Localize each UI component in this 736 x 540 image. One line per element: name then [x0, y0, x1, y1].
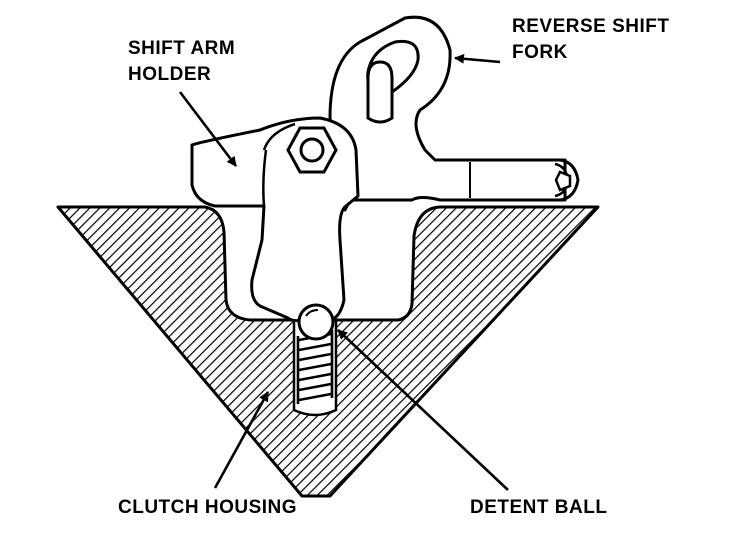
leader-clutch-housing: [213, 391, 270, 489]
bolt-center: [299, 137, 325, 163]
label-shift-arm-holder-2: HOLDER: [128, 64, 211, 85]
fork-pin: [366, 60, 394, 124]
label-shift-arm-holder-1: SHIFT ARM: [128, 38, 235, 59]
label-detent-ball: DETENT BALL: [470, 497, 607, 518]
label-reverse-shift-fork-1: REVERSE SHIFT: [512, 16, 669, 37]
leader-shift-arm-holder: [178, 91, 238, 167]
leader-reverse-shift-fork: [454, 53, 501, 64]
fork-rod: [440, 158, 580, 202]
label-clutch-housing: CLUTCH HOUSING: [118, 497, 297, 518]
label-reverse-shift-fork-2: FORK: [512, 42, 568, 63]
leader-detent-ball: [337, 329, 509, 491]
